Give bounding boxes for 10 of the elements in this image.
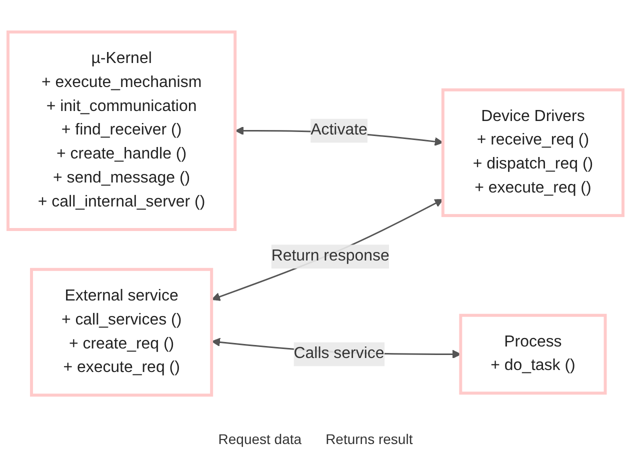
node-box: Device Drivers + receive_req () + dispatch_req () + execute_req () — [441, 88, 624, 217]
node-box: External service + call_services () + create_req () + execute_req () — [30, 268, 214, 397]
node-box: µ-Kernel + execute_mechanism + init_communication + find_receiver () + create_handle () + send_message () + call_internal_server () — [6, 30, 237, 231]
node-box: Process + do_task () — [459, 314, 607, 395]
edge-label: Return response — [271, 248, 390, 265]
arrow — [212, 199, 444, 301]
edge-label: Calls service — [294, 345, 384, 362]
connector-label: Returns result — [326, 431, 413, 447]
connector-label: Request data — [218, 431, 302, 447]
edge-label: Activate — [310, 122, 368, 139]
